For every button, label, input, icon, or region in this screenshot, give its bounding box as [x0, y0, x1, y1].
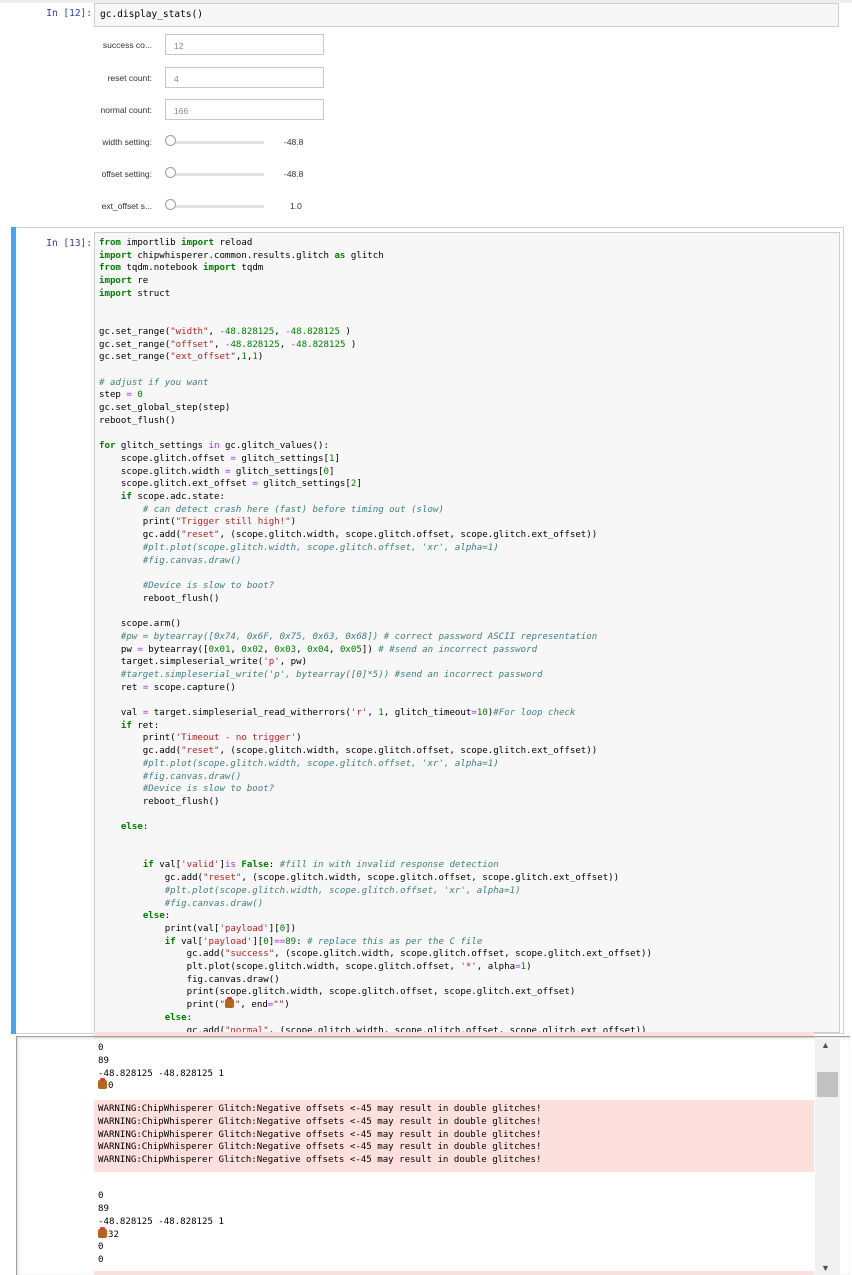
- width-setting-value: -48.8: [284, 137, 304, 147]
- ext-offset-setting-slider-track[interactable]: [170, 205, 264, 208]
- cell-12-code[interactable]: gc.display_stats(): [100, 9, 203, 20]
- ext-offset-setting-value: 1.0: [290, 201, 302, 211]
- output-block-1-last: 0: [98, 1078, 114, 1093]
- scrollbar-thumb[interactable]: [817, 1072, 838, 1097]
- scroll-up-arrow-icon[interactable]: ▲: [821, 1040, 830, 1050]
- ext-offset-setting-widget: ext_offset s... 1.0: [94, 195, 494, 217]
- normal-count-field[interactable]: 166: [165, 99, 324, 120]
- cell-13-code[interactable]: from importlib import reload import chip…: [99, 238, 652, 1036]
- offset-setting-slider-track[interactable]: [170, 173, 264, 176]
- output-block-2-emoji: 32: [98, 1227, 119, 1242]
- width-setting-widget: width setting: -48.8: [94, 131, 494, 153]
- ext-offset-setting-slider-handle[interactable]: [165, 199, 176, 210]
- width-setting-label: width setting:: [102, 137, 152, 147]
- width-setting-slider-track[interactable]: [170, 141, 264, 144]
- output-stderr-top: [94, 1032, 814, 1038]
- output-block-2-tail: 0 0: [98, 1242, 104, 1265]
- reset-count-widget: reset count: 4: [94, 67, 494, 89]
- output-block-2-value: 32: [108, 1230, 119, 1240]
- normal-count-widget: normal count: 166: [94, 99, 494, 121]
- stderr-bottom: [94, 1271, 814, 1275]
- success-count-widget: success co... 12: [94, 34, 494, 56]
- reset-count-field[interactable]: 4: [165, 67, 324, 88]
- output-block-1-value: 0: [108, 1081, 114, 1091]
- output-block-1: 0 89 -48.828125 -48.828125 1: [98, 1043, 224, 1079]
- output-block-2: 0 89 -48.828125 -48.828125 1: [98, 1191, 224, 1227]
- bomb-emoji-icon: [98, 1227, 107, 1238]
- warning-lines: WARNING:ChipWhisperer Glitch:Negative of…: [98, 1104, 542, 1166]
- offset-setting-label: offset setting:: [101, 169, 152, 179]
- offset-setting-slider-handle[interactable]: [165, 167, 176, 178]
- cell-12-prompt: In [12]:: [46, 8, 92, 19]
- normal-count-label: normal count:: [100, 105, 153, 115]
- cell-13-prompt: In [13]:: [46, 238, 92, 249]
- bomb-emoji-icon: [98, 1078, 107, 1089]
- offset-setting-widget: offset setting: -48.8: [94, 163, 494, 185]
- reset-count-label: reset count:: [107, 73, 152, 83]
- success-count-label: success co...: [102, 40, 152, 50]
- cell-13-selection-bar: [11, 227, 16, 1034]
- width-setting-slider-handle[interactable]: [165, 135, 176, 146]
- cell-12-input[interactable]: gc.display_stats(): [94, 3, 839, 27]
- cell-13-input[interactable]: from importlib import reload import chip…: [94, 232, 840, 1036]
- success-count-field[interactable]: 12: [165, 34, 324, 55]
- stderr-warnings: WARNING:ChipWhisperer Glitch:Negative of…: [94, 1100, 814, 1172]
- offset-setting-value: -48.8: [284, 169, 304, 179]
- top-edge: [0, 0, 852, 3]
- cell-12[interactable]: In [12]: gc.display_stats() success co..…: [2, 3, 839, 225]
- ext-offset-setting-label: ext_offset s...: [101, 201, 152, 211]
- output-scroll-area[interactable]: [16, 1036, 850, 1275]
- scroll-down-arrow-icon[interactable]: ▼: [821, 1263, 830, 1273]
